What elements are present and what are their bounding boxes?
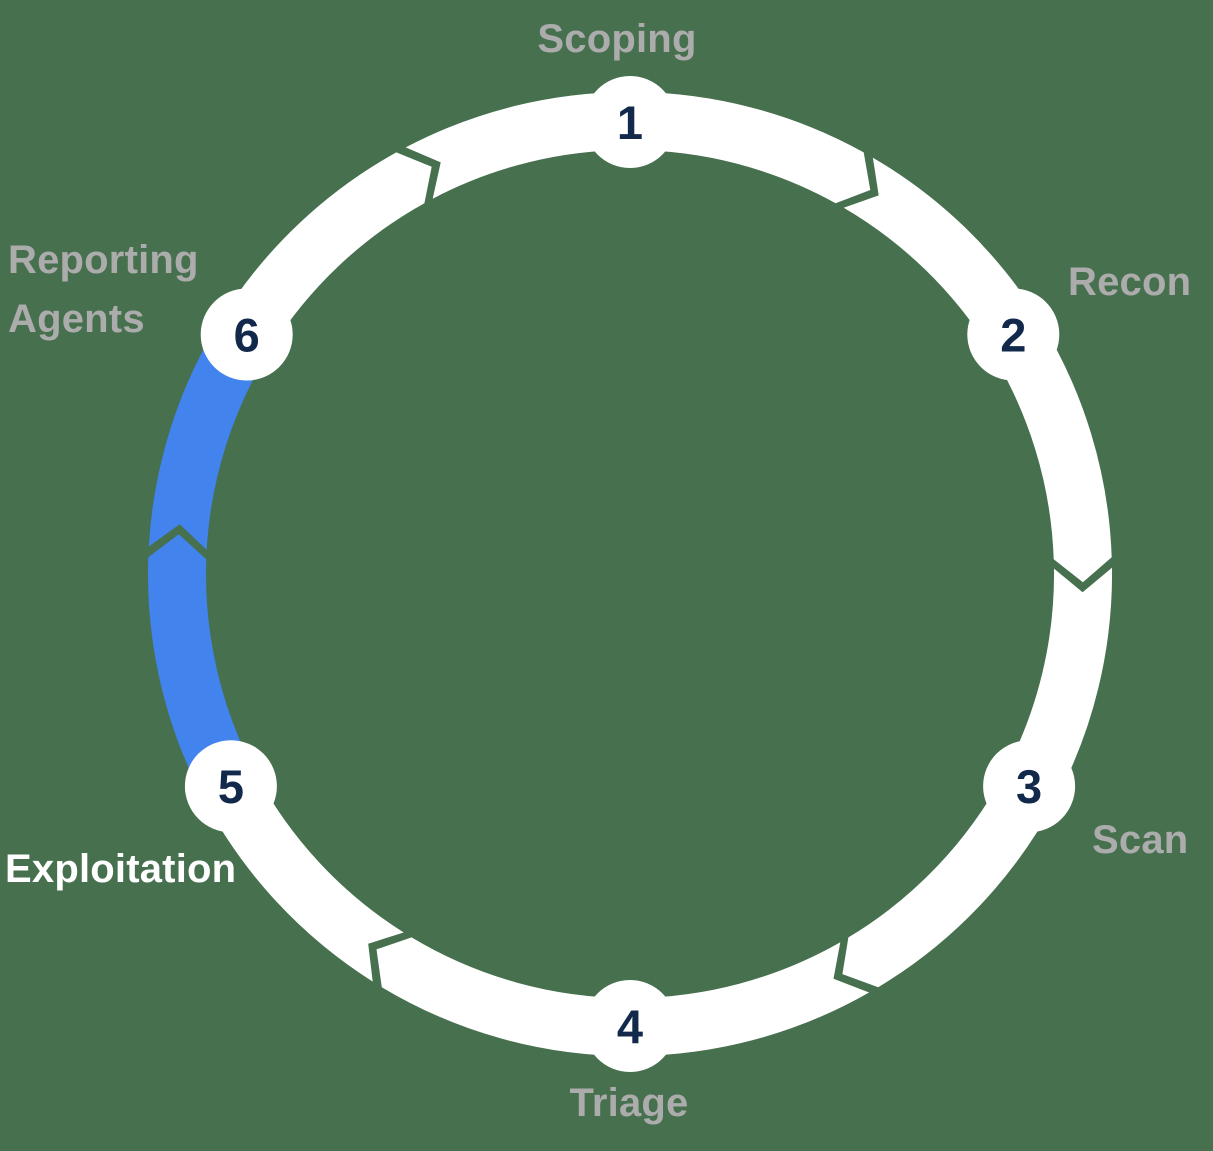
stage-label-line: Reporting: [8, 238, 199, 282]
stage-node-3: [983, 740, 1076, 833]
stage-label-line: Scan: [1092, 818, 1189, 862]
stage-number-6: 6: [234, 309, 260, 362]
stage-label-triage: Triage: [569, 1080, 688, 1127]
stage-label-line: Scoping: [537, 17, 697, 61]
stage-node-5: [184, 740, 277, 833]
ring-segment-2-3-lead: [989, 318, 1112, 583]
ring-segment-3-4-trail: [630, 942, 870, 1056]
stage-label-exploitation: Exploitation: [5, 846, 236, 893]
stage-label-line: Triage: [569, 1081, 689, 1125]
stage-label-scoping: Scoping: [537, 16, 696, 63]
ring-segment-6-1-trail: [405, 92, 630, 199]
stage-number-1: 1: [617, 96, 643, 149]
stage-number-4: 4: [617, 1000, 643, 1053]
stage-number-2: 2: [1000, 309, 1026, 362]
ring-segment-4-5-lead: [376, 937, 630, 1056]
stage-label-scan: Scan: [1092, 817, 1188, 864]
stage-node-2: [967, 288, 1060, 381]
ring-segment-3-4-lead: [842, 773, 1056, 988]
stage-label-recon: Recon: [1068, 259, 1191, 306]
stage-label-line: Agents: [8, 297, 145, 341]
stage-label-line: Recon: [1068, 260, 1192, 304]
stage-number-5: 5: [218, 760, 244, 813]
stage-node-4: [584, 980, 676, 1072]
stage-number-3: 3: [1016, 760, 1042, 813]
stage-node-1: [584, 76, 676, 168]
ring-segment-1-2-lead: [630, 91, 871, 204]
stage-node-6: [200, 288, 293, 381]
stage-label-line: Exploitation: [5, 847, 237, 891]
ring-segment-5-6-lead-highlighted: [148, 534, 256, 801]
